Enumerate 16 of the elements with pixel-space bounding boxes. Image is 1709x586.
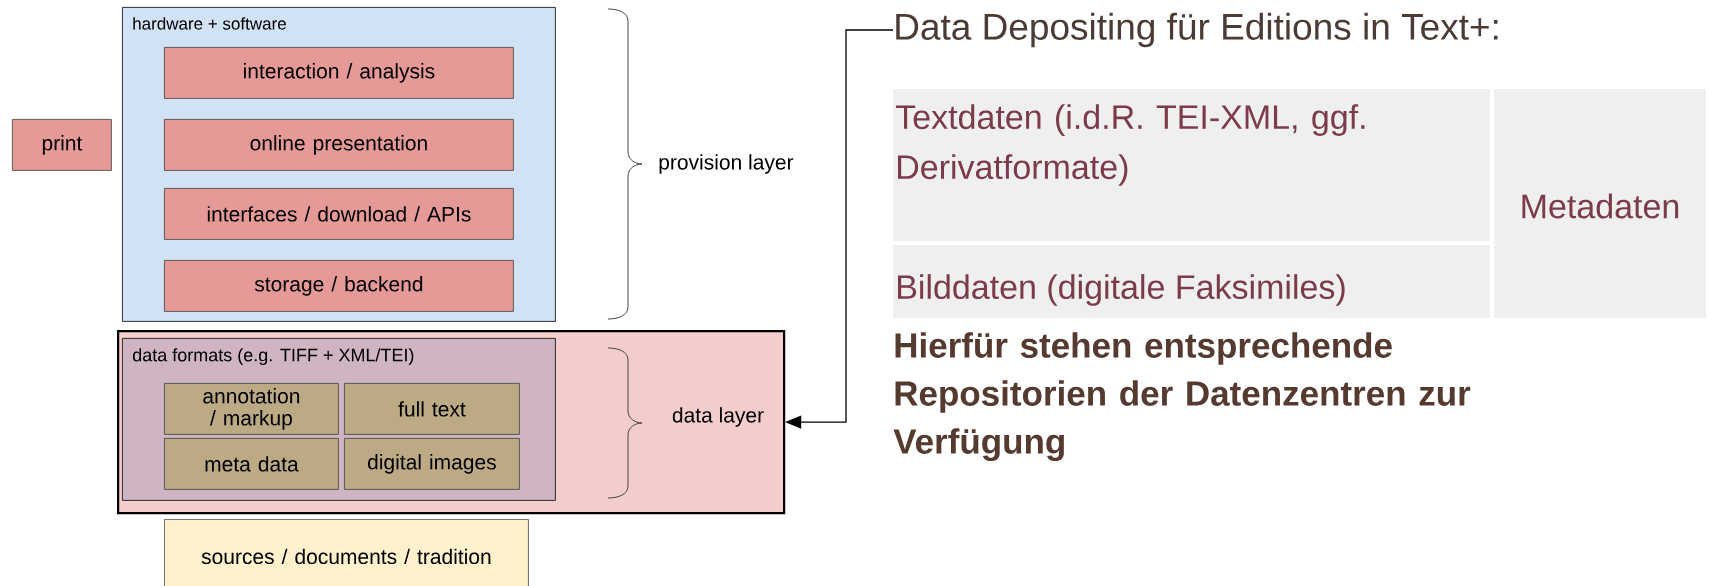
process-box: online presentation: [164, 119, 514, 171]
table-cell: Metadaten: [1494, 89, 1706, 318]
table-cell: Textdaten (i.d.R. TEI-XML, ggf. Derivatformate): [893, 89, 1490, 241]
process-box: interaction / analysis: [164, 47, 514, 99]
data-box: digital images: [344, 438, 520, 490]
heading-text: Data Depositing für Editions in Text+:: [896, 12, 1498, 48]
source-box: sources / documents / tradition: [164, 519, 529, 586]
data-box: full text: [344, 383, 520, 435]
table-cell: Bilddaten (digitale Faksimiles): [893, 245, 1490, 318]
data-box: meta data: [164, 438, 339, 490]
data-box: annotation / markup: [164, 383, 339, 435]
note-text: Hierfür stehen entsprechende Repositorien der Datenzentren zur Verfügung: [893, 332, 1471, 461]
process-box: interfaces / download / APIs: [164, 188, 514, 240]
print-box: print: [12, 119, 112, 171]
process-box: storage / backend: [164, 260, 514, 312]
layer-label: provision layer: [659, 154, 794, 174]
